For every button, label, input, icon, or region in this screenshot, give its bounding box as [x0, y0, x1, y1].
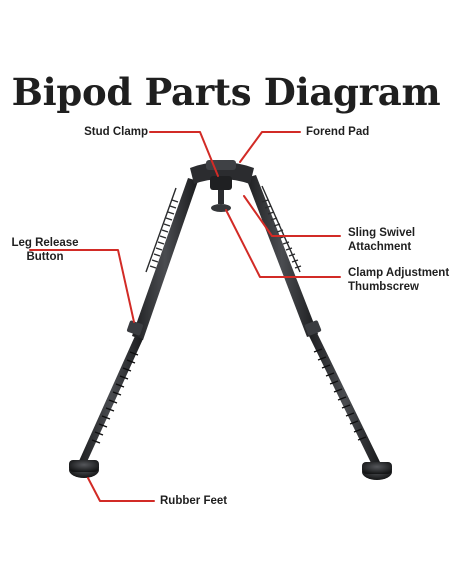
left-spring [145, 187, 179, 273]
right-leg [246, 175, 392, 480]
leg-release-callout [29, 249, 135, 323]
clamp-adjustment-callout [225, 209, 341, 278]
label-clamp-adjustment-thumbscrew: Clamp Adjustment Thumbscrew [348, 266, 449, 294]
label-sling-swivel-line2: Attachment [348, 241, 412, 253]
label-sling-swivel-attachment: Sling Swivel Attachment [348, 226, 415, 254]
label-clamp-adjustment-line1: Clamp Adjustment [348, 267, 450, 279]
thumbscrew-shape [211, 204, 231, 212]
label-leg-release-line2: Button [26, 251, 64, 263]
stud-clamp-callout [149, 131, 219, 177]
rubber-feet-callout [87, 477, 155, 502]
label-rubber-feet: Rubber Feet [160, 495, 228, 507]
bipod-yoke [190, 160, 254, 212]
forend-pad-callout [239, 131, 301, 163]
stud-clamp-shape [210, 176, 232, 190]
label-forend-pad: Forend Pad [306, 126, 370, 138]
diagram-title: Bipod Parts Diagram [11, 70, 441, 114]
forend-pad-shape [206, 160, 236, 170]
label-leg-release-line1: Leg Release [11, 237, 79, 249]
left-leg [69, 178, 198, 478]
sling-swivel-callout [243, 195, 341, 237]
label-clamp-adjustment-line2: Thumbscrew [348, 281, 419, 293]
label-sling-swivel-line1: Sling Swivel [348, 227, 416, 239]
label-stud-clamp: Stud Clamp [84, 126, 148, 138]
callout-lines [29, 131, 341, 502]
label-leg-release-button: Leg Release Button [6, 236, 84, 264]
